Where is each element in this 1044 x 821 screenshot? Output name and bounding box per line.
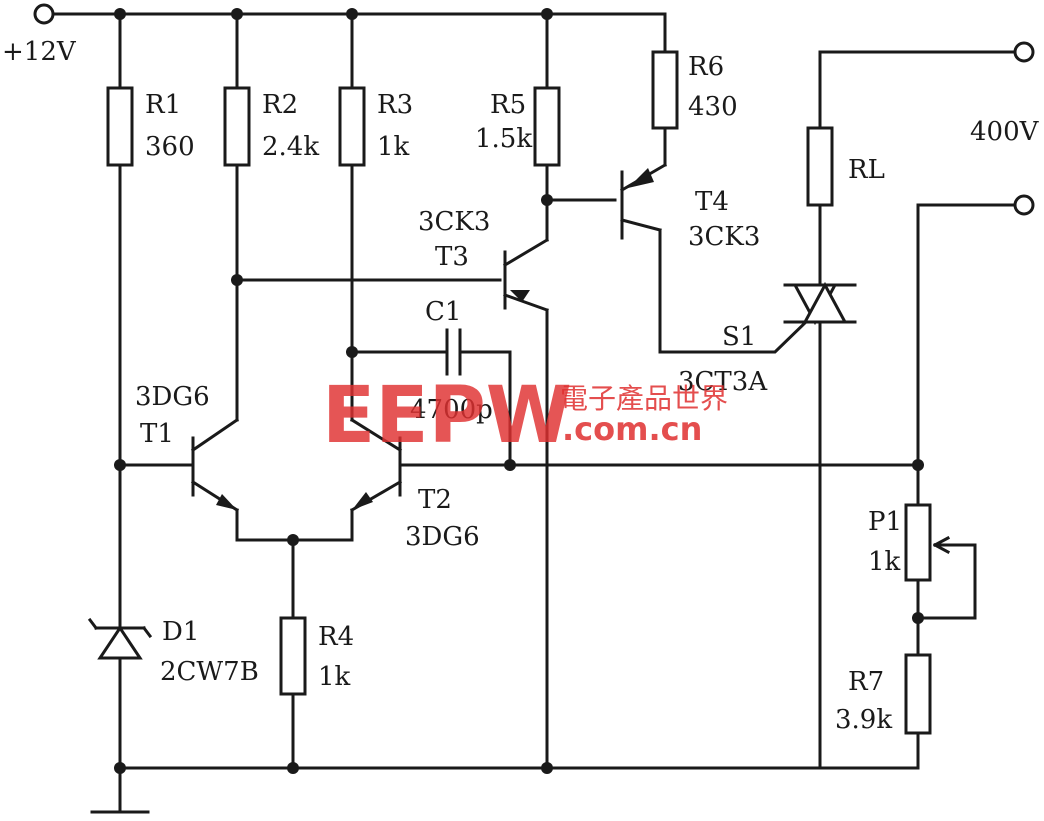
r2-value: 2.4k [262,132,319,162]
r4-name: R4 [318,622,354,652]
t4-part: 3CK3 [688,222,760,252]
t3-name: T3 [435,242,469,272]
load-terminal-bottom [1013,194,1035,216]
r3-name: R3 [377,90,413,120]
t1-part: 3DG6 [135,382,210,412]
resistor-r7 [904,653,932,735]
supply-label: +12V [2,37,77,67]
r7-value: 3.9k [835,705,892,735]
r3-value: 1k [377,132,410,162]
r1-value: 360 [145,132,195,162]
load-terminal-top [1013,41,1035,63]
resistor-r4 [279,616,307,696]
zener-diode-d1 [87,617,153,660]
p1-wiper-arrow [932,535,951,555]
r5-name: R5 [490,90,526,120]
s1-part: 3CT3A [678,367,768,397]
eepw-watermark: EEPW 電子產品世界 .com.cn [322,371,728,461]
resistor-r3 [338,86,366,167]
r6-name: R6 [688,52,724,82]
supply-terminal [33,3,55,25]
load-supply-label: 400V [970,117,1040,147]
r6-value: 430 [688,92,738,122]
r7-name: R7 [848,667,884,697]
resistor-r2 [223,86,251,167]
r2-name: R2 [262,90,298,120]
r1-name: R1 [145,90,181,120]
watermark-logo: EEPW [322,371,572,461]
c1-value: 4700p [410,395,493,425]
rl-name: RL [848,155,885,185]
r5-value: 1.5k [475,124,532,154]
r4-value: 1k [318,662,351,692]
t4-name: T4 [695,187,729,217]
transistor-t1 [190,417,240,513]
transistor-t4 [619,162,668,240]
c1-name: C1 [425,297,461,327]
t2-name: T2 [418,485,452,515]
capacitor-c1 [445,328,462,376]
watermark-domain: .com.cn [562,410,702,448]
resistor-r5 [533,86,561,167]
transistor-t2 [349,417,403,513]
potentiometer-p1 [904,503,932,582]
junctions [114,8,924,774]
t2-part: 3DG6 [405,522,480,552]
p1-name: P1 [868,507,902,537]
resistor-rl [806,126,834,207]
resistor-r1 [106,86,134,167]
t1-name: T1 [140,419,174,449]
s1-name: S1 [722,322,756,352]
d1-name: D1 [162,617,199,647]
triac-s1 [783,281,857,326]
resistor-r6 [651,50,679,130]
t3-part: 3CK3 [418,207,490,237]
d1-part: 2CW7B [160,657,259,687]
p1-value: 1k [868,547,901,577]
transistor-t3 [502,237,550,312]
labels: +12V 400V R1 360 R2 2.4k R3 1k R5 1.5k R… [2,37,1040,735]
watermark-cn-text: 電子產品世界 [560,382,728,415]
